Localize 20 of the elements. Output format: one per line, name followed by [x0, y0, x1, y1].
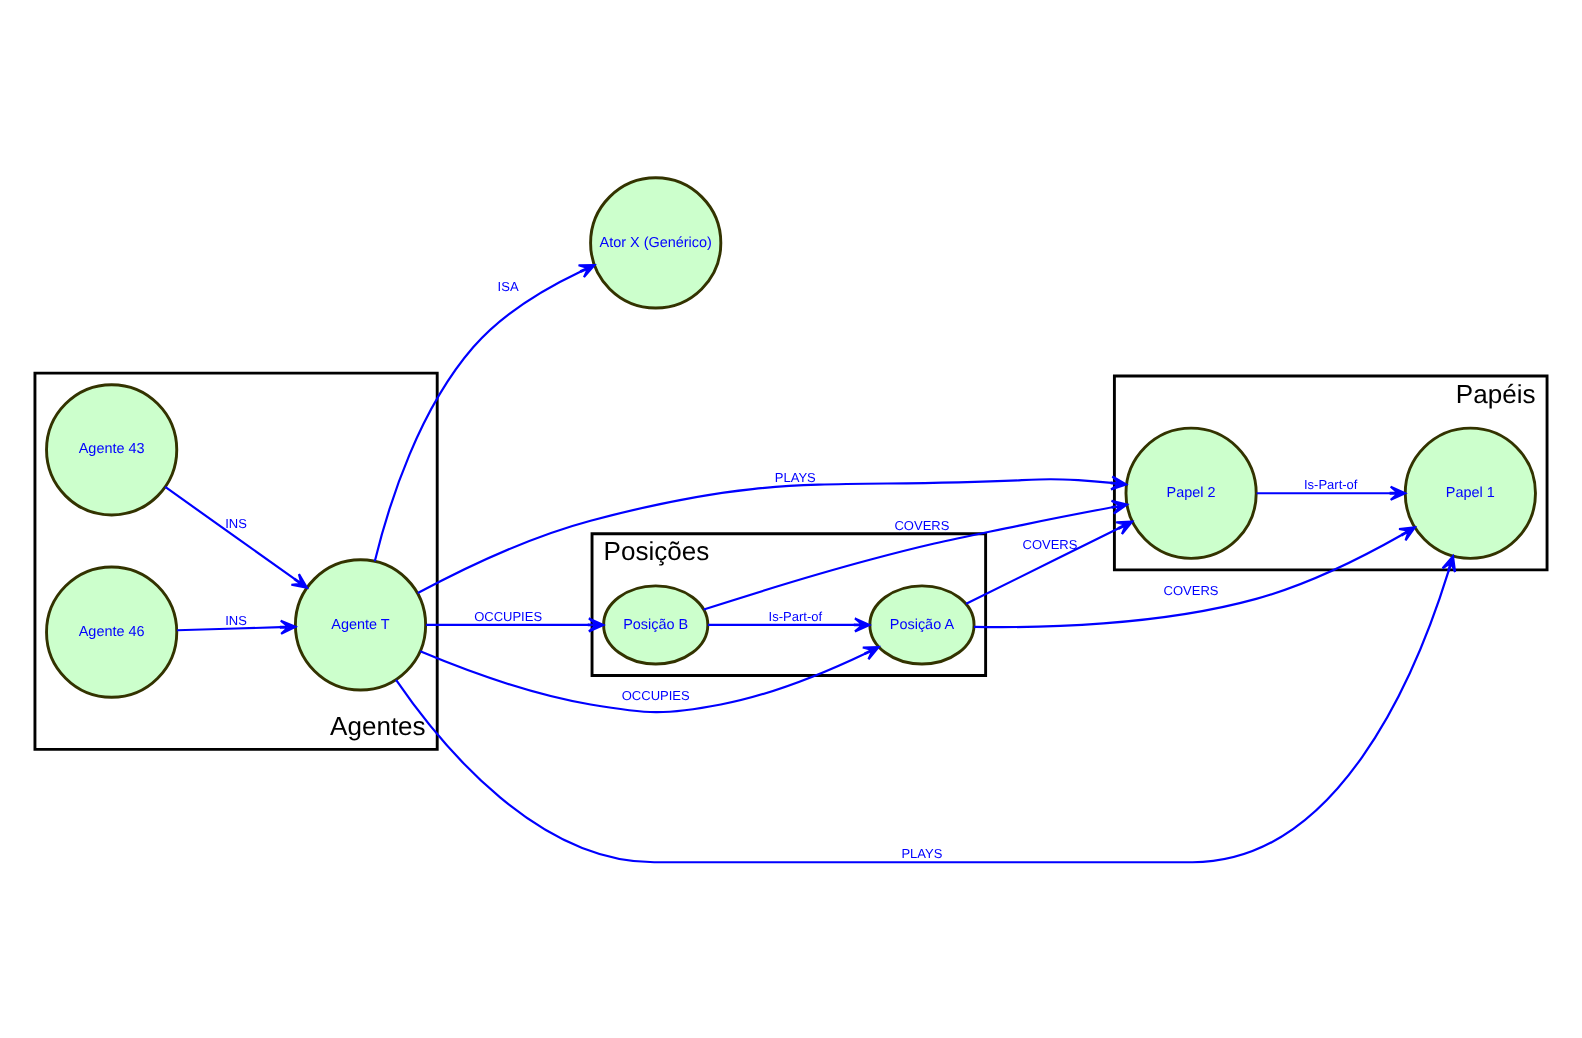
arrow — [965, 519, 1134, 604]
arrow — [703, 498, 1129, 610]
arrow — [164, 485, 309, 588]
node-circle: Papel 2 — [1124, 425, 1258, 559]
arrow — [1256, 484, 1407, 500]
arrow — [373, 263, 596, 561]
arrow — [395, 554, 1457, 863]
arrow — [426, 616, 605, 632]
node-circle: Papel 1 — [1403, 425, 1537, 559]
node-ellipse: Posição A — [868, 583, 976, 665]
arrow — [707, 616, 871, 632]
node-ellipse: Posição B — [602, 583, 710, 665]
node-circle: Agente T — [293, 557, 428, 691]
arrow — [417, 474, 1128, 594]
arrow — [419, 644, 880, 713]
node-circle: Ator X (Genérico) — [589, 175, 723, 309]
node-circle: Agente 43 — [45, 382, 179, 516]
node-circle: Agente 46 — [45, 564, 179, 698]
arrow — [177, 618, 297, 634]
arrow — [974, 525, 1416, 628]
